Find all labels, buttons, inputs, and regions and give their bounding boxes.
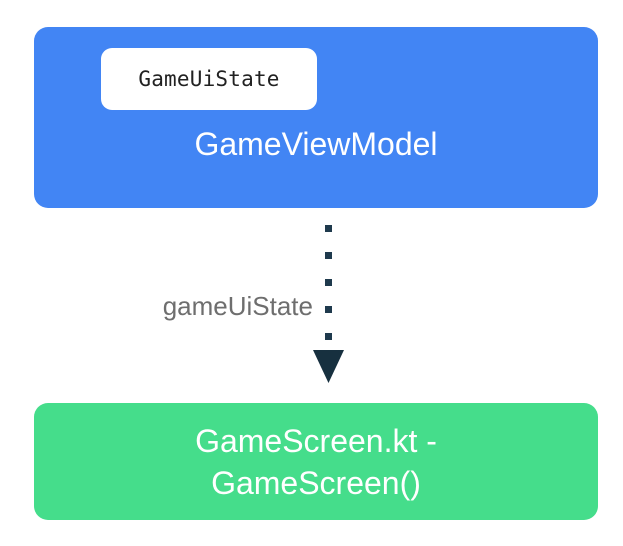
node-game-screen-title: GameScreen.kt - GameScreen() <box>195 422 437 501</box>
arrowhead-icon <box>313 350 344 383</box>
node-game-screen[interactable]: GameScreen.kt - GameScreen() <box>34 403 598 520</box>
node-game-view-model[interactable]: GameUiState GameViewModel <box>34 27 598 208</box>
connector-label: gameUiState <box>162 291 313 321</box>
state-chip-label: GameUiState <box>138 66 280 91</box>
connector-dots <box>325 225 332 340</box>
state-chip-game-ui-state[interactable]: GameUiState <box>101 48 317 110</box>
node-game-view-model-title: GameViewModel <box>194 126 438 162</box>
